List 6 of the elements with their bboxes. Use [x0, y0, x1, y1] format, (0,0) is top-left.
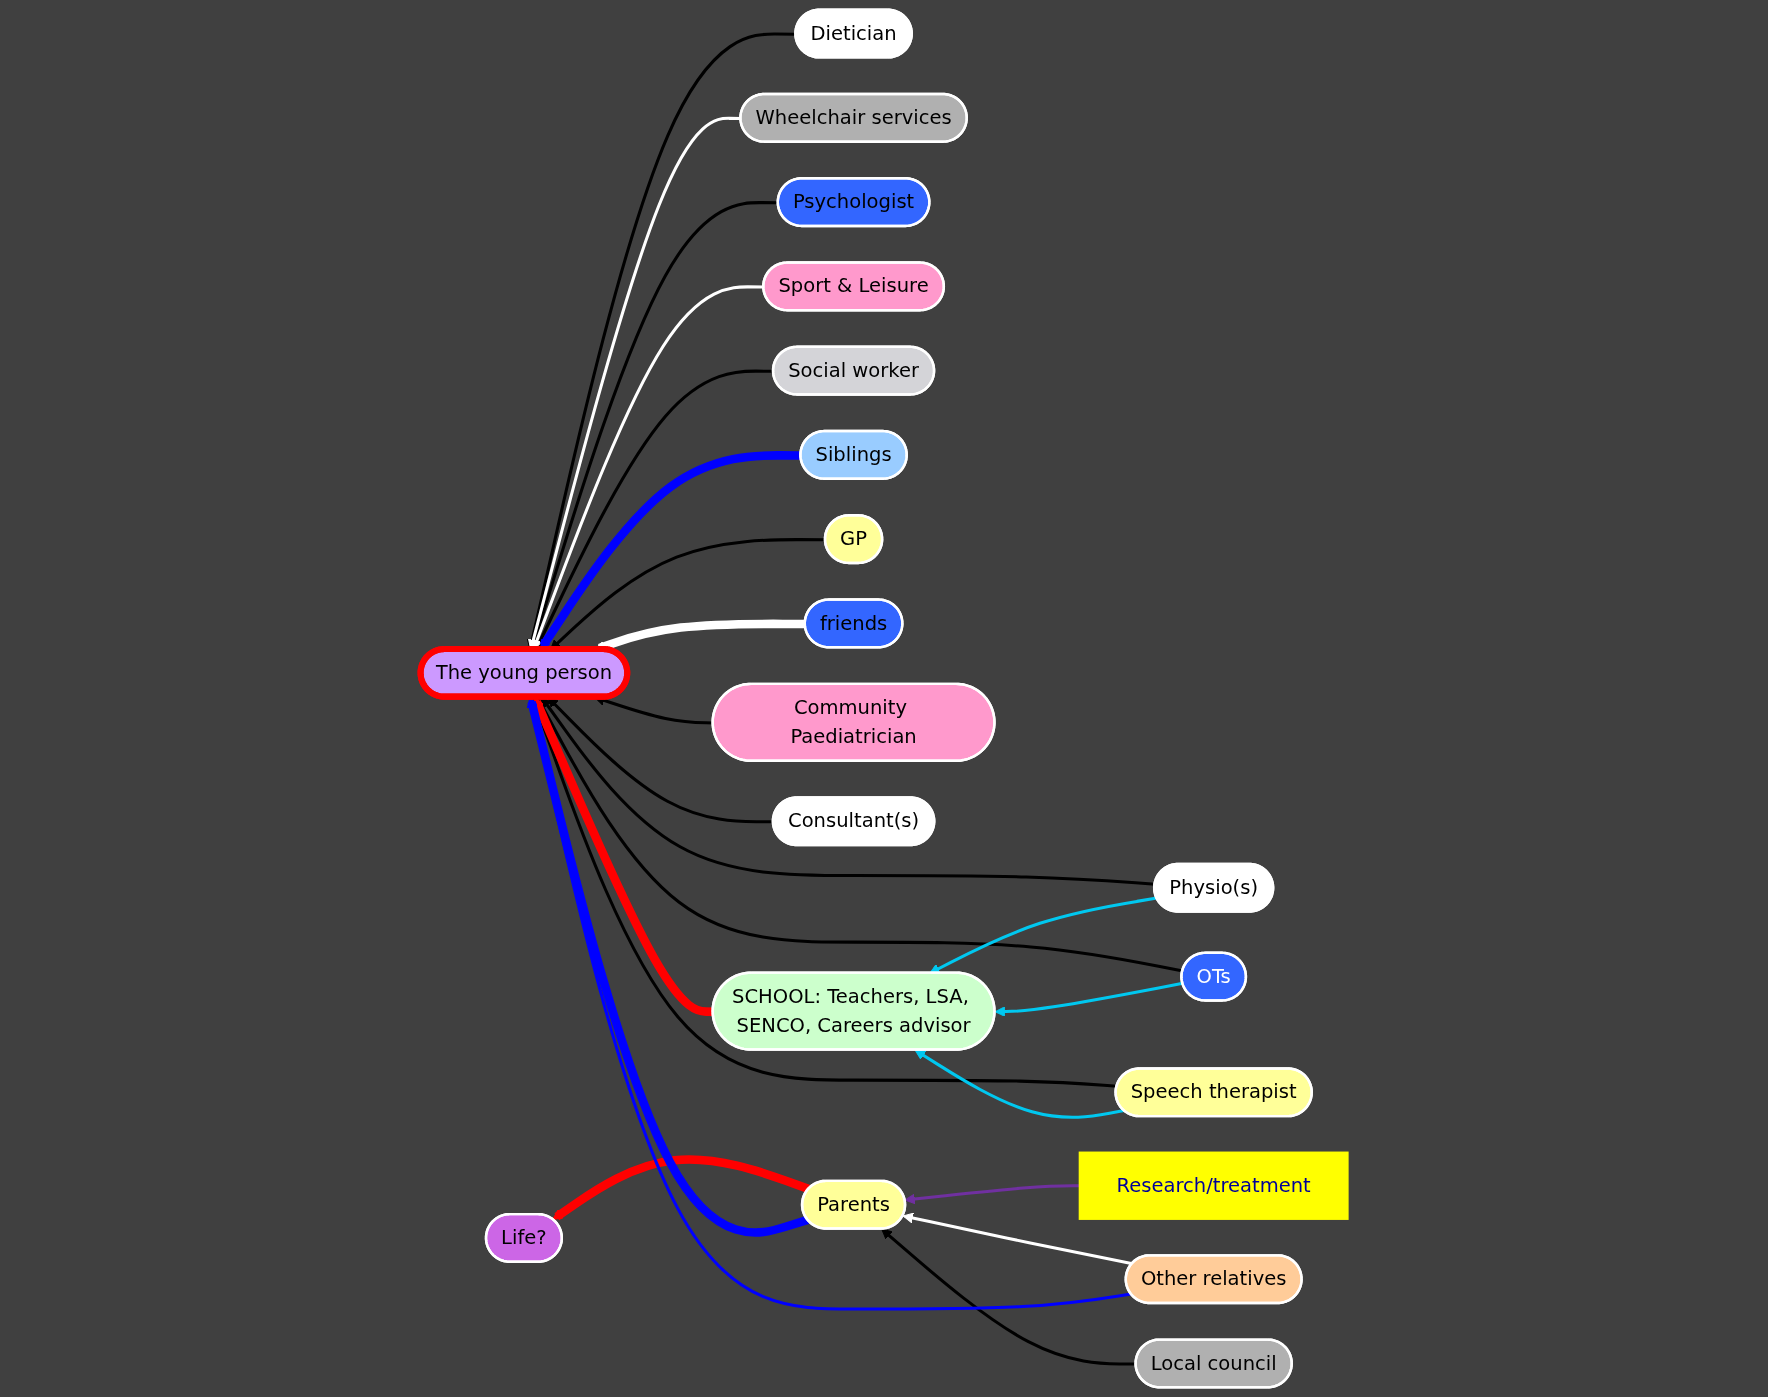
arrow [904, 1184, 1080, 1205]
arrow [552, 1155, 811, 1221]
arrow [550, 538, 826, 651]
node-box: Research/treatment [1078, 1151, 1349, 1220]
arrow [914, 1049, 1125, 1119]
arrow [902, 1212, 1133, 1266]
